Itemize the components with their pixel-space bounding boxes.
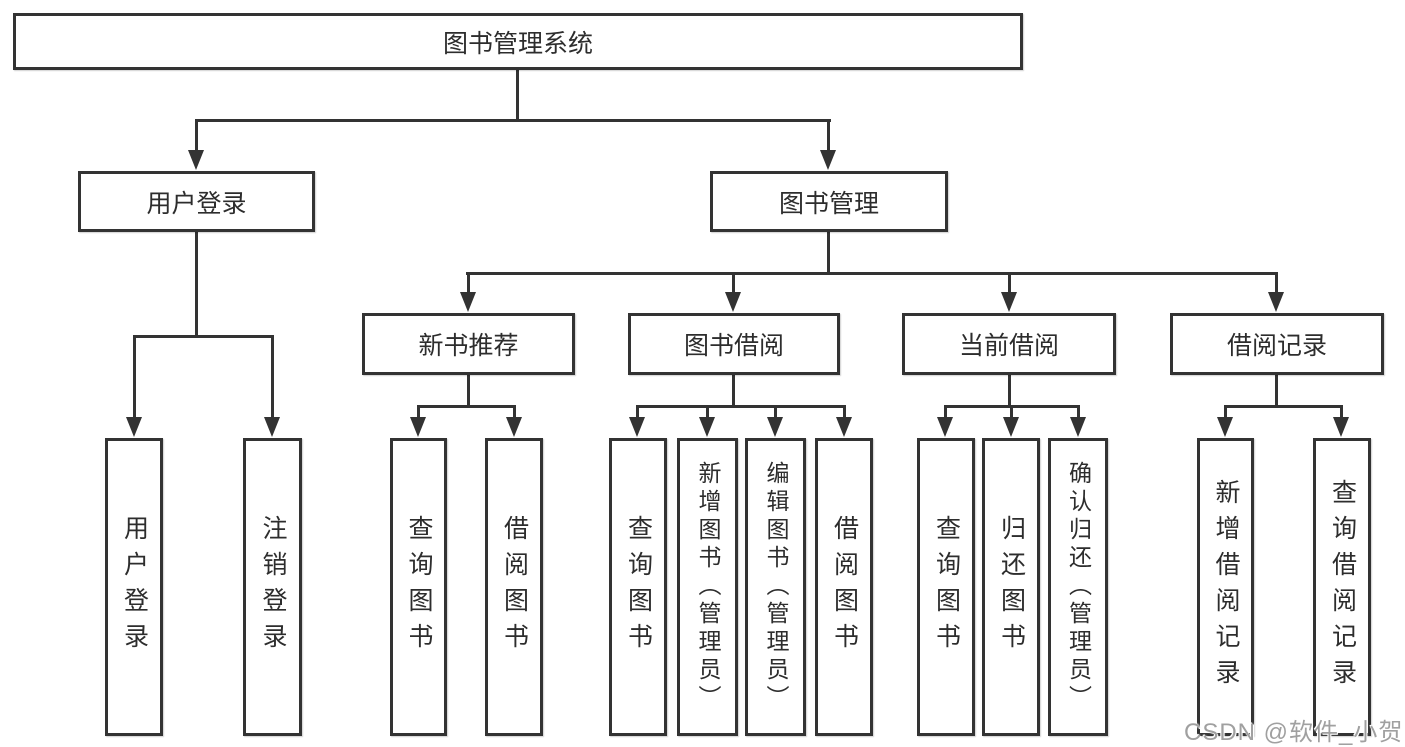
- leaf-return-book-label: 归还图书: [997, 515, 1026, 659]
- arrow-down-icon: [836, 417, 852, 437]
- arrow-down-icon: [1217, 417, 1233, 437]
- node-borrow-record-label: 借阅记录: [1226, 332, 1327, 360]
- connector-line: [706, 407, 709, 419]
- connector-line: [944, 405, 1080, 408]
- connector-line: [636, 405, 846, 408]
- connector-line: [516, 70, 519, 122]
- arrow-down-icon: [699, 417, 715, 437]
- connector-line: [827, 232, 830, 275]
- leaf-borrow-edit-admin-label: 编辑图书（管理员）: [763, 461, 789, 713]
- node-user-login-label: 用户登录: [146, 189, 247, 218]
- node-root-label: 图书管理系统: [442, 29, 593, 58]
- connector-line: [513, 407, 516, 419]
- node-borrow-record: 借阅记录: [1170, 313, 1384, 375]
- leaf-current-query: 查询图书: [917, 438, 975, 736]
- connector-line: [1275, 274, 1278, 294]
- arrow-down-icon: [1001, 292, 1017, 312]
- leaf-newbook-query: 查询图书: [390, 438, 447, 736]
- connector-line: [827, 121, 830, 153]
- leaf-current-query-label: 查询图书: [932, 515, 961, 659]
- leaf-borrow-book-label: 借阅图书: [830, 515, 859, 659]
- connector-line: [133, 337, 136, 418]
- connector-line: [1008, 375, 1011, 408]
- connector-line: [417, 405, 516, 408]
- connector-line: [195, 121, 198, 153]
- arrow-down-icon: [126, 417, 142, 437]
- leaf-record-add-label: 新增借阅记录: [1212, 479, 1240, 695]
- connector-line: [1010, 407, 1013, 419]
- connector-line: [271, 337, 274, 418]
- connector-line: [944, 407, 947, 419]
- arrow-down-icon: [188, 150, 204, 170]
- connector-line: [1077, 407, 1080, 419]
- leaf-newbook-query-label: 查询图书: [405, 515, 433, 659]
- connector-line: [467, 375, 470, 408]
- arrow-down-icon: [820, 150, 836, 170]
- connector-line: [1224, 407, 1227, 419]
- leaf-borrow-edit-admin: 编辑图书（管理员）: [745, 438, 806, 736]
- connector-line: [732, 274, 735, 294]
- connector-line: [195, 232, 198, 338]
- arrow-down-icon: [1268, 292, 1284, 312]
- leaf-user-login-label: 用户登录: [120, 515, 149, 659]
- connector-line: [466, 272, 1278, 275]
- node-current-borrow-label: 当前借阅: [958, 332, 1059, 360]
- connector-line: [195, 119, 831, 122]
- arrow-down-icon: [506, 417, 522, 437]
- arrow-down-icon: [460, 292, 476, 312]
- node-book-management-label: 图书管理: [778, 189, 879, 218]
- connector-line: [843, 407, 846, 419]
- connector-line: [1008, 274, 1011, 294]
- node-current-borrow: 当前借阅: [902, 313, 1116, 375]
- leaf-borrow-add-admin: 新增图书（管理员）: [677, 438, 738, 736]
- node-book-management: 图书管理: [710, 171, 948, 232]
- leaf-record-query-label: 查询借阅记录: [1328, 479, 1357, 695]
- node-root-system: 图书管理系统: [13, 13, 1023, 70]
- arrow-down-icon: [767, 417, 783, 437]
- leaf-record-query: 查询借阅记录: [1313, 438, 1371, 736]
- connector-line: [1224, 405, 1343, 408]
- node-new-book-recommend-label: 新书推荐: [418, 332, 519, 360]
- node-book-borrow-label: 图书借阅: [683, 332, 784, 360]
- leaf-confirm-return-admin: 确认归还（管理员）: [1048, 438, 1108, 736]
- connector-line: [1340, 407, 1343, 419]
- connector-line: [467, 274, 470, 294]
- leaf-record-add: 新增借阅记录: [1197, 438, 1254, 736]
- node-book-borrow: 图书借阅: [628, 313, 840, 375]
- csdn-watermark: CSDN @软件_小贺同学: [1184, 719, 1405, 746]
- leaf-return-book: 归还图书: [982, 438, 1040, 736]
- connector-line: [774, 407, 777, 419]
- arrow-down-icon: [1003, 417, 1019, 437]
- arrow-down-icon: [937, 417, 953, 437]
- leaf-newbook-borrow-label: 借阅图书: [500, 515, 529, 659]
- leaf-logout-label: 注销登录: [259, 515, 287, 659]
- arrow-down-icon: [1333, 417, 1349, 437]
- leaf-borrow-add-admin-label: 新增图书（管理员）: [695, 461, 721, 713]
- arrow-down-icon: [1070, 417, 1086, 437]
- arrow-down-icon: [629, 417, 645, 437]
- leaf-borrow-query: 查询图书: [609, 438, 667, 736]
- leaf-borrow-book: 借阅图书: [815, 438, 873, 736]
- node-new-book-recommend: 新书推荐: [362, 313, 575, 375]
- connector-line: [1275, 375, 1278, 408]
- arrow-down-icon: [264, 417, 280, 437]
- leaf-confirm-return-admin-label: 确认归还（管理员）: [1065, 461, 1092, 713]
- arrow-down-icon: [410, 417, 426, 437]
- connector-line: [732, 375, 735, 408]
- node-user-login: 用户登录: [78, 171, 315, 232]
- leaf-newbook-borrow: 借阅图书: [485, 438, 543, 736]
- leaf-user-login: 用户登录: [105, 438, 163, 736]
- connector-line: [133, 335, 274, 338]
- leaf-borrow-query-label: 查询图书: [624, 515, 653, 659]
- leaf-logout: 注销登录: [243, 438, 302, 736]
- connector-line: [636, 407, 639, 419]
- connector-line: [417, 407, 420, 419]
- arrow-down-icon: [725, 292, 741, 312]
